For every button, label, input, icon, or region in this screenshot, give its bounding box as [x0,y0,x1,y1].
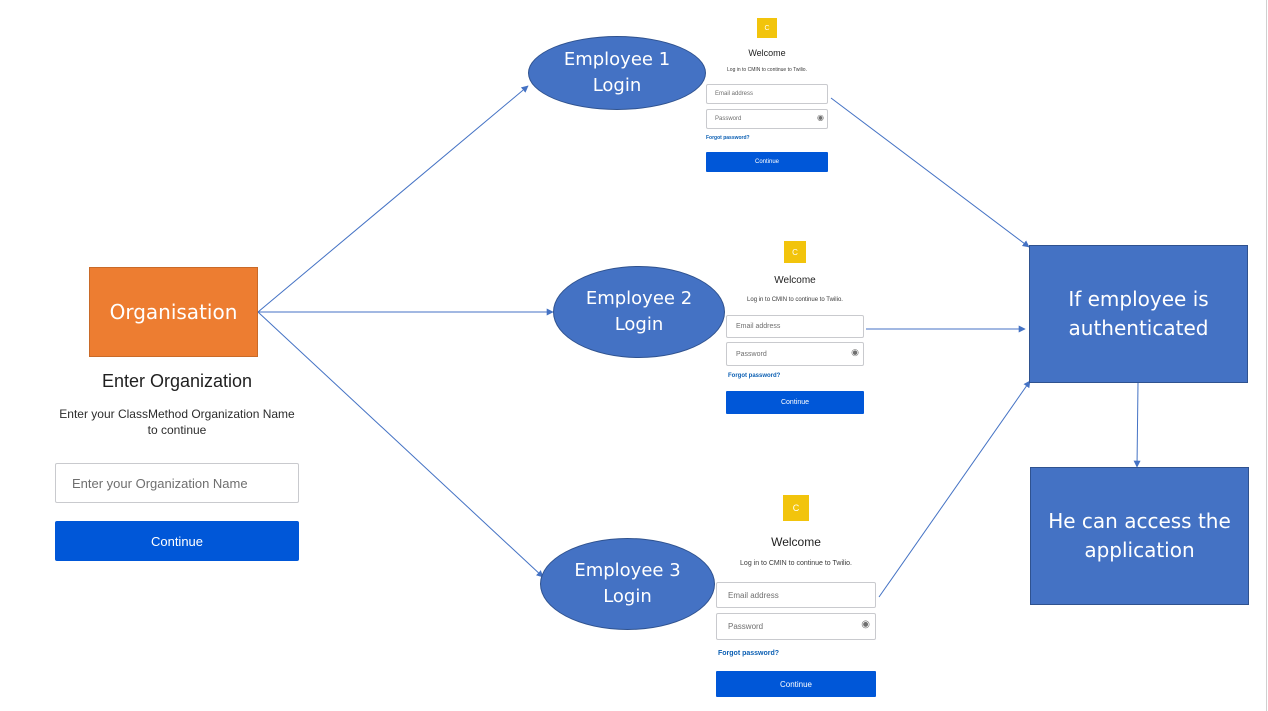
arrow-org-to-employee3 [257,311,544,578]
company-logo: C [783,495,809,521]
welcome-heading: Welcome [771,535,821,549]
organization-form-subtitle: Enter your ClassMethod Organization Name… [59,407,295,437]
login-continue-button[interactable]: Continue [726,391,864,414]
employee-1-label: Employee 1 [563,49,671,70]
arrow-org-to-employee1 [257,85,529,313]
forgot-password-link[interactable]: Forgot password? [706,135,750,141]
employee-1-login-node: Employee 1 Login [528,36,706,110]
authenticated-label: If employee is [1068,287,1209,311]
access-label: He can access the [1048,509,1231,533]
access-application-node: He can access the application [1030,467,1249,605]
organisation-label: Organisation [109,300,238,324]
login-subtitle: Log in to CMIN to continue to Twilio. [727,67,807,73]
authenticated-label-line2: authenticated [1068,316,1209,340]
arrow-auth-to-access [1133,382,1141,468]
organization-form-title: Enter Organization [101,371,253,391]
page-edge-divider [1266,0,1267,711]
forgot-password-link[interactable]: Forgot password? [718,650,780,657]
authenticated-node: If employee is authenticated [1029,245,1248,383]
organization-continue-button[interactable]: Continue [55,521,299,561]
access-label-line2: application [1084,538,1195,562]
email-field[interactable]: Email address [716,582,876,608]
login-card-2: C Welcome Log in to CMIN to continue to … [726,241,864,415]
employee-3-login-node: Employee 3 Login [540,538,715,630]
eye-icon[interactable]: ◉ [817,113,824,122]
company-logo: C [757,18,777,38]
employee-3-label: Employee 3 [574,560,681,581]
email-field[interactable]: Email address [706,84,828,104]
welcome-heading: Welcome [774,275,816,286]
password-field[interactable]: Password [726,342,864,366]
employee-1-sublabel: Login [592,75,642,96]
password-field[interactable]: Password [706,109,828,129]
forgot-password-link[interactable]: Forgot password? [728,373,781,379]
organisation-node: Organisation [89,267,258,357]
company-logo: C [784,241,806,263]
employee-2-sublabel: Login [614,314,664,335]
login-subtitle: Log in to CMIN to continue to Twilio. [747,297,843,303]
login-subtitle: Log in to CMIN to continue to Twilio. [740,560,852,567]
employee-2-label: Employee 2 [585,288,693,309]
eye-icon[interactable]: ◉ [861,619,870,630]
arrow-login3-to-auth [878,380,1031,598]
welcome-heading: Welcome [748,48,786,58]
login-card-3: C Welcome Log in to CMIN to continue to … [716,495,876,698]
login-continue-button[interactable]: Continue [706,152,828,172]
employee-2-login-node: Employee 2 Login [553,266,725,358]
employee-3-sublabel: Login [603,586,652,607]
organization-name-input[interactable] [55,463,299,503]
password-field[interactable]: Password [716,613,876,640]
organization-form: Enter Organization Enter your ClassMetho… [55,368,299,438]
login-card-1: C Welcome Log in to CMIN to continue to … [706,18,828,174]
login-continue-button[interactable]: Continue [716,671,876,697]
arrow-login1-to-auth [830,97,1030,248]
email-field[interactable]: Email address [726,315,864,338]
eye-icon[interactable]: ◉ [851,347,859,357]
